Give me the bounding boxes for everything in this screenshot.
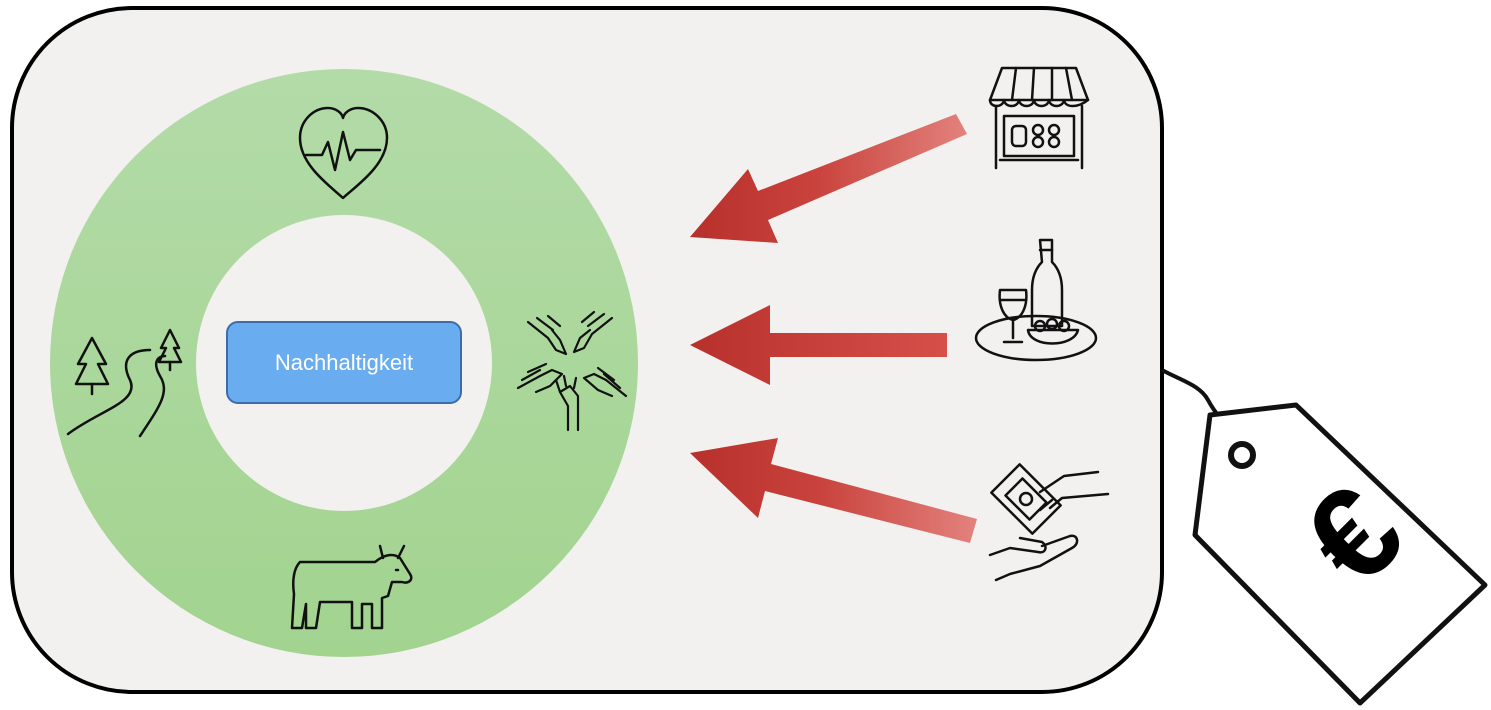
wine-and-food-icon <box>974 238 1098 362</box>
arrow-from-market <box>690 114 967 243</box>
community-hands-icon <box>516 310 628 432</box>
center-label-nachhaltigkeit: Nachhaltigkeit <box>226 321 462 404</box>
tag-body <box>1192 402 1488 706</box>
cow-icon <box>290 544 413 630</box>
price-tag-icon: € <box>1161 368 1488 706</box>
tag-hole <box>1228 441 1256 469</box>
arrow-from-money <box>690 438 977 543</box>
landscape-trees-icon <box>66 328 183 438</box>
heart-rate-icon <box>298 106 389 200</box>
money-payment-icon <box>988 463 1110 582</box>
market-stall-icon <box>988 66 1090 170</box>
arrow-from-wine <box>690 305 947 385</box>
